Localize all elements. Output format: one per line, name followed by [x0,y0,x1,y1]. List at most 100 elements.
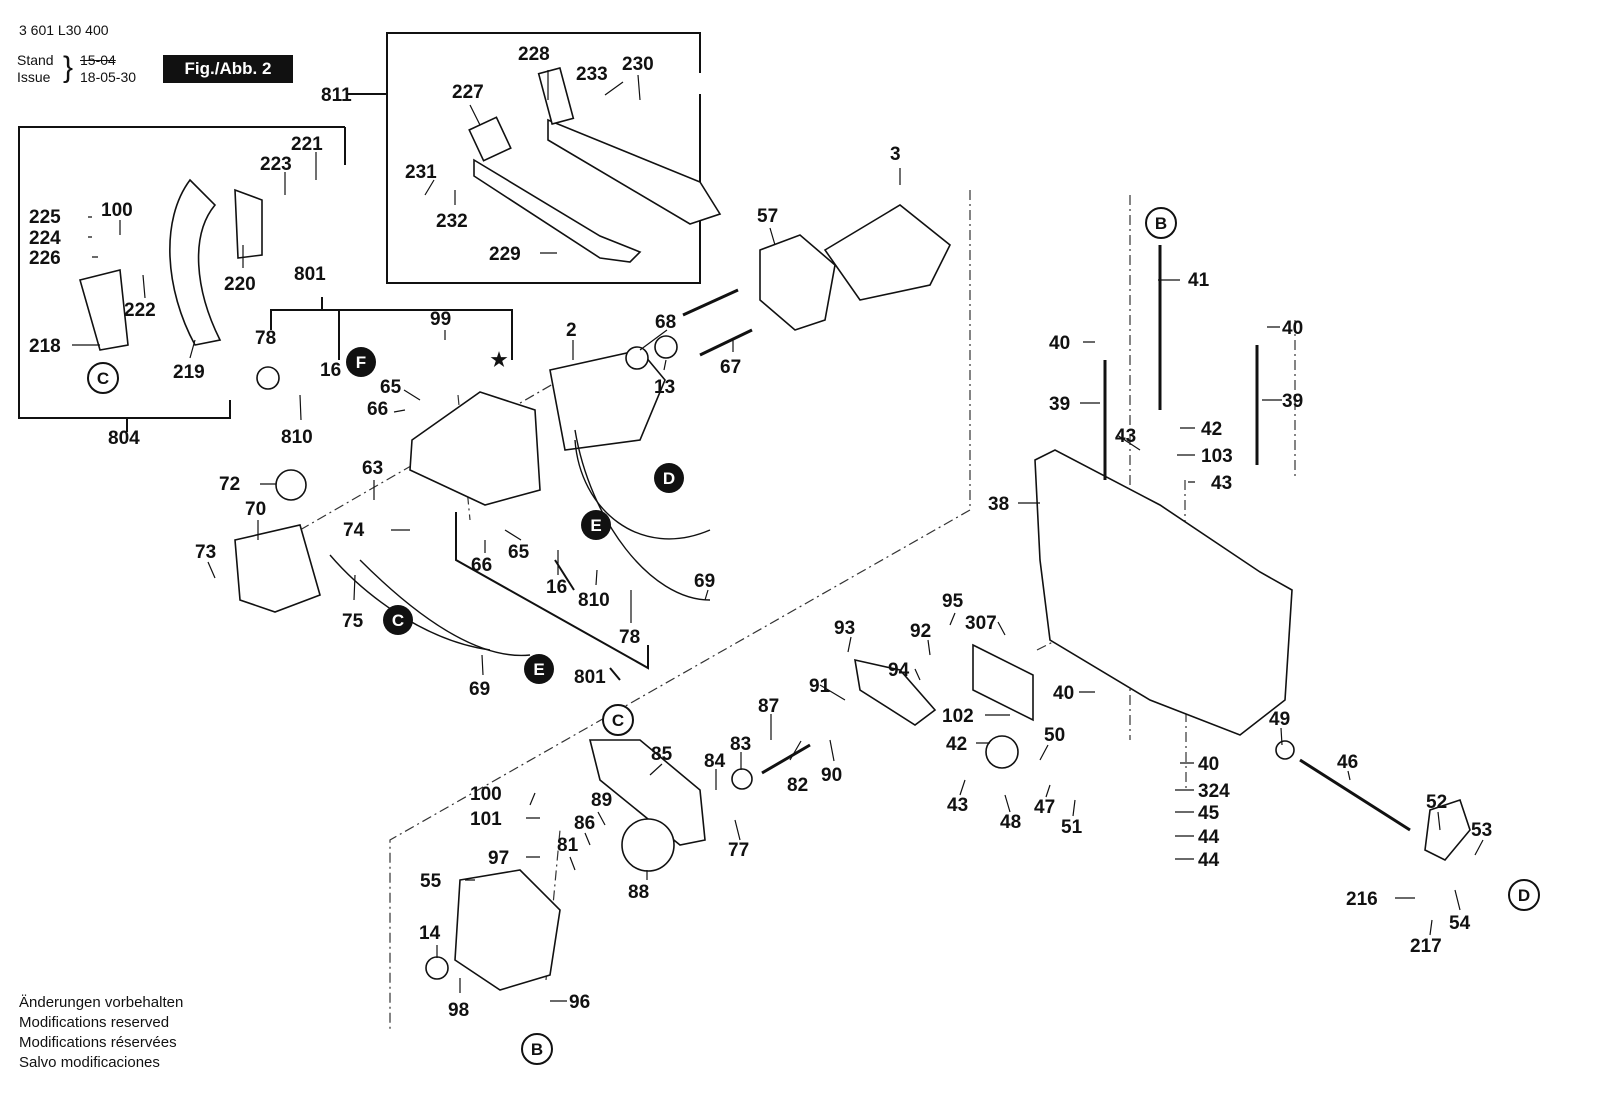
plate-102 [972,643,1034,722]
callout-233: 233 [576,64,608,85]
callout-40b: 40 [1282,318,1303,339]
part-228-mast [537,67,575,125]
svg-text:C: C [97,369,109,388]
callout-91: 91 [809,676,831,697]
connector-C-wire: C [383,605,413,635]
lever-93 [854,658,937,726]
cable-69 [574,429,711,601]
callout-39a: 39 [1049,394,1070,415]
callout-811: 811 [321,85,352,106]
svg-text:B: B [1155,214,1167,233]
callout-81: 81 [557,835,579,856]
connector-C-left: C [602,704,634,736]
callout-216: 216 [1346,889,1378,910]
callout-217: 217 [1410,936,1442,957]
callout-48: 48 [1000,812,1021,833]
part-number: 3 601 L30 400 [19,22,109,38]
callout-72: 72 [219,474,240,495]
callout-100a: 100 [101,200,133,221]
callout-52: 52 [1426,792,1447,813]
callout-229: 229 [489,244,521,265]
callout-43a: 43 [1115,426,1136,447]
issue-value: 18-05-30 [80,69,137,85]
callout-45: 45 [1198,803,1220,824]
callout-57: 57 [757,206,778,227]
callout-89: 89 [591,790,612,811]
callout-3: 3 [890,144,901,165]
callout-74: 74 [343,520,365,541]
dashline-motor-right [389,190,971,1030]
callout-73: 73 [195,542,216,563]
riving-knife-219 [169,178,222,346]
issue-label: Issue [17,69,51,85]
callout-labels: 811 228 233 230 227 231 232 229 221 223 … [29,44,1492,1021]
svg-text:E: E [533,660,544,679]
svg-text:C: C [612,711,624,730]
callout-96: 96 [569,992,590,1013]
plate-57 [759,234,836,331]
callout-78a: 78 [255,328,276,349]
callout-221: 221 [291,134,323,155]
bearing-14 [425,956,449,980]
callout-51: 51 [1061,817,1083,838]
connector-B-top: B [1145,207,1177,239]
callout-90: 90 [821,765,842,786]
callout-84: 84 [704,751,726,772]
bracket-801-top [270,297,513,360]
callout-78b: 78 [619,627,640,648]
callout-231: 231 [405,162,437,183]
callout-44b: 44 [1198,850,1220,871]
washer-72 [275,469,307,501]
callout-102: 102 [942,706,974,727]
connector-F: F [346,347,376,377]
callout-230: 230 [622,54,654,75]
callout-40d: 40 [1198,754,1219,775]
callout-75: 75 [342,611,364,632]
callout-100b: 100 [470,784,502,805]
connector-B-bottom: B [521,1033,553,1065]
callout-87: 87 [758,696,779,717]
connector-C-804: C [87,362,119,394]
callout-38: 38 [988,494,1009,515]
guard-227 [473,158,642,263]
spindle-82 [761,743,811,775]
callout-77: 77 [728,840,749,861]
callout-49: 49 [1269,709,1290,730]
callout-222: 222 [124,300,156,321]
bolt-67 [699,328,753,357]
callout-44a: 44 [1198,827,1220,848]
callout-226: 226 [29,248,61,269]
svg-text:D: D [663,469,675,488]
connector-E-bottom: E [524,654,554,684]
callout-2: 2 [566,320,577,341]
callout-810b: 810 [578,590,610,611]
callout-103: 103 [1201,446,1233,467]
stand-label: Stand [17,52,54,68]
svg-text:F: F [356,353,366,372]
notice-de: Änderungen vorbehalten [19,994,184,1011]
callout-42b: 42 [946,734,967,755]
callout-99: 99 [430,309,451,330]
callout-65a: 65 [380,377,402,398]
connector-D-right: D [1508,879,1540,911]
shaft-46 [1299,758,1411,832]
plate-220 [234,188,263,259]
svg-text:D: D [1518,886,1530,905]
callout-67: 67 [720,357,741,378]
callout-82: 82 [787,775,808,796]
callout-14: 14 [419,923,441,944]
housing-801 [409,391,541,506]
frame-804 [18,126,346,432]
gearbox-55 [454,869,561,991]
callout-65b: 65 [508,542,530,563]
callout-13: 13 [654,377,675,398]
callout-83: 83 [730,734,751,755]
callout-40a: 40 [1049,333,1070,354]
callout-88: 88 [628,882,649,903]
cable-E [359,559,531,657]
notice-en: Modifications reserved [19,1014,170,1031]
callout-85: 85 [651,744,673,765]
callout-41: 41 [1188,270,1210,291]
callout-227: 227 [452,82,484,103]
